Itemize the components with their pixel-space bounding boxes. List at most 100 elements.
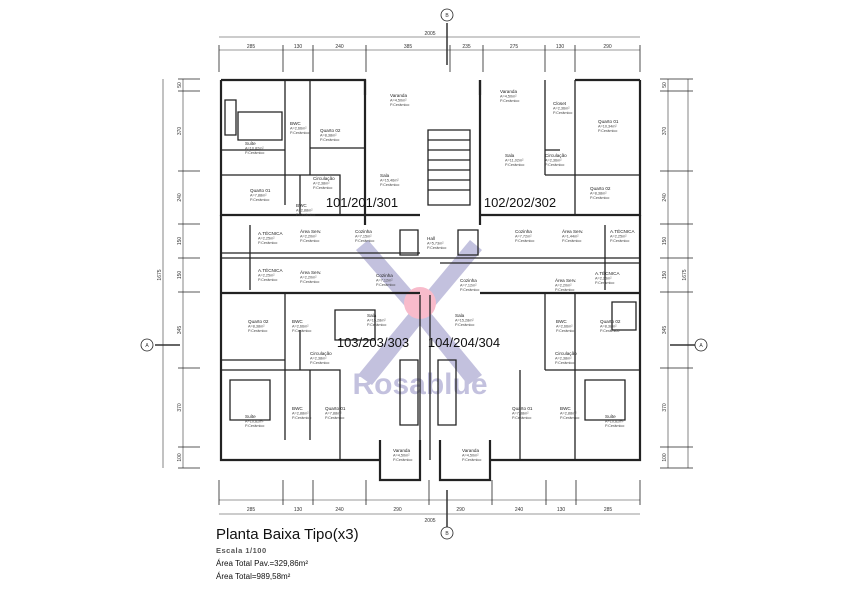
room-area: A=2,25m²	[258, 274, 275, 278]
plan-scale: Escala 1/100	[216, 546, 267, 555]
room-name: Hall	[427, 236, 435, 241]
room-area: A=15,28m²	[455, 319, 474, 323]
room-area: A=4,50m²	[390, 99, 407, 103]
room-name: A.TÉCNICA	[258, 230, 283, 236]
dimension-label: 370	[662, 403, 668, 412]
room-area: A=7,15m²	[355, 235, 372, 239]
room-name: Quarto 01	[512, 406, 533, 411]
room-area: A=7,88m²	[250, 194, 267, 198]
room-finish: P.Cerâmico	[560, 416, 579, 420]
room-area: A=8,38m²	[248, 325, 265, 329]
room-name: BWC	[556, 319, 567, 324]
room-finish: P.Cerâmico	[500, 99, 519, 103]
area-total-pav: Área Total Pav.=329,86m²	[216, 559, 308, 568]
room-area: A=2,25m²	[595, 277, 612, 281]
room-area: A=4,50m²	[462, 454, 479, 458]
room-finish: P.Cerâmico	[515, 239, 534, 243]
room-area: A=2,36m²	[553, 107, 570, 111]
room-area: A=7,88m²	[325, 412, 342, 416]
room-area: A=4,50m²	[393, 454, 410, 458]
room-name: Closet	[553, 101, 567, 106]
room-name: Varanda	[500, 89, 517, 94]
room-finish: P.Cerâmico	[562, 239, 581, 243]
dimension-label: 240	[515, 507, 524, 513]
room-finish: P.Cerâmico	[290, 131, 309, 135]
axis-marker-left: A	[140, 338, 154, 352]
room-name: Área Serv.	[562, 228, 583, 234]
room-area: A=10,34m²	[598, 125, 617, 129]
room-finish: P.Cerâmico	[595, 281, 614, 285]
area-total: Área Total=989,58m²	[216, 572, 291, 581]
dimension-label: 285	[247, 507, 256, 513]
room-finish: P.Cerâmico	[555, 361, 574, 365]
dimension-label: 285	[604, 507, 613, 513]
dimension-label: 285	[247, 44, 256, 50]
dimension-label: 345	[177, 326, 183, 335]
room-area: A=1,44m²	[562, 235, 579, 239]
dimension-label: 150	[662, 237, 668, 246]
svg-text:A: A	[145, 343, 149, 349]
dimension-label: 100	[177, 453, 183, 462]
room-area: A=7,12m²	[460, 284, 477, 288]
dimension-label: 370	[177, 127, 183, 136]
room-name: Suíte	[245, 414, 256, 419]
apartment-label: 103/203/303	[337, 335, 409, 350]
room-finish: P.Cerâmico	[590, 196, 609, 200]
walls	[219, 78, 642, 482]
room-area: A=2,66m²	[292, 325, 309, 329]
title-block: Planta Baixa Tipo(x3) Escala 1/100 Área …	[216, 526, 359, 581]
room-area: A=2,20m²	[300, 276, 317, 280]
dimension-label: 290	[456, 507, 465, 513]
dimension-ticks	[178, 45, 693, 505]
room-finish: P.Cerâmico	[292, 416, 311, 420]
room-finish: P.Cerâmico	[245, 424, 264, 428]
room-area: A=8,38m²	[590, 192, 607, 196]
apartment-label: 104/204/304	[428, 335, 500, 350]
room-name: Suíte	[605, 414, 616, 419]
svg-text:B: B	[445, 13, 449, 19]
dimension-label: 100	[662, 453, 668, 462]
room-finish: P.Cerâmico	[556, 329, 575, 333]
room-name: Cozinha	[515, 229, 532, 234]
room-area: A=2,25m²	[610, 235, 627, 239]
room-finish: P.Cerâmico	[292, 329, 311, 333]
room-finish: P.Cerâmico	[325, 416, 344, 420]
room-area: A=2,88m²	[292, 412, 309, 416]
room-area: A=2,36m²	[545, 159, 562, 163]
room-name: Circulação	[313, 176, 335, 181]
room-area: A=2,38m²	[313, 182, 330, 186]
room-name: Sala	[455, 313, 465, 318]
room-name: Quarto 02	[320, 128, 341, 133]
room-name: Sala	[505, 153, 515, 158]
room-area: A=2,88m²	[560, 412, 577, 416]
apartment-label: 102/202/302	[484, 195, 556, 210]
apartment-label: 101/201/301	[326, 195, 398, 210]
room-area: A=7,72m²	[515, 235, 532, 239]
room-name: Varanda	[462, 448, 479, 453]
dimension-label: 370	[662, 127, 668, 136]
dimension-lines	[155, 23, 695, 527]
